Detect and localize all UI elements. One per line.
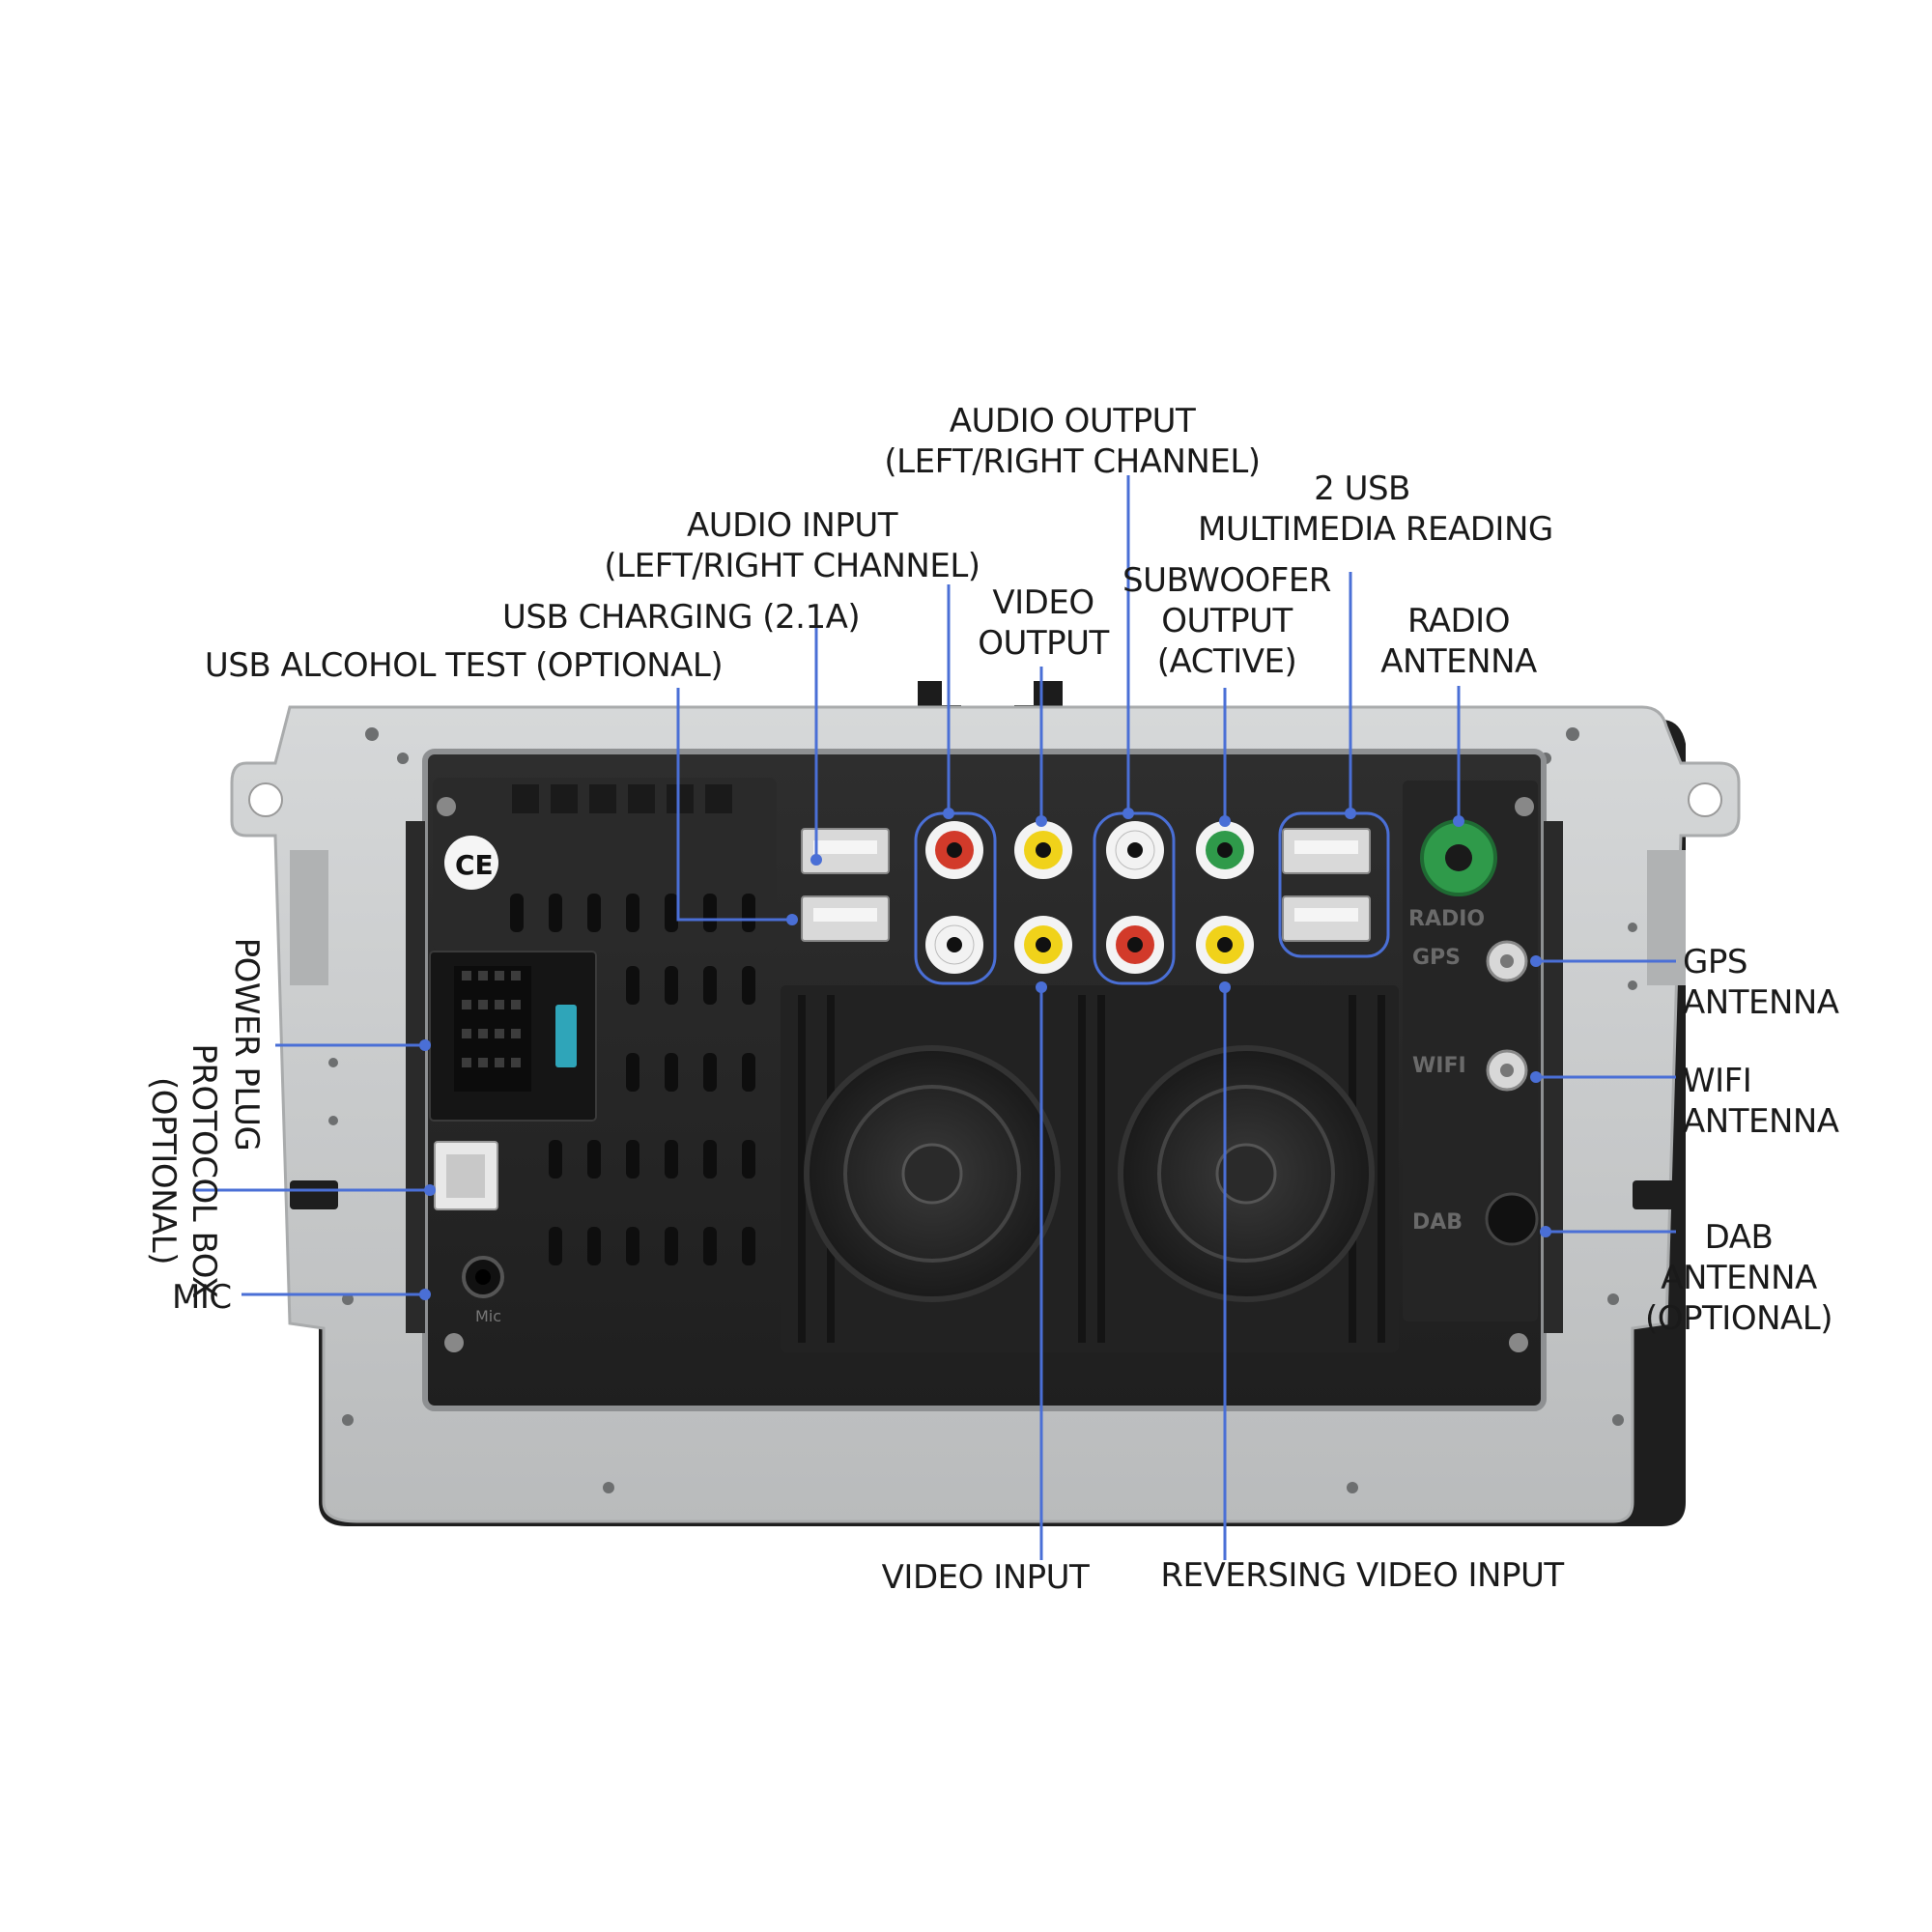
audio-input-highlight [914,811,997,985]
panel-mark-mic: Mic [475,1307,501,1325]
dab-antenna-socket [1485,1192,1539,1246]
label-usb-alcohol: USB ALCOHOL TEST (OPTIONAL) [204,646,724,685]
cooling-fan-right [1118,1045,1375,1302]
rca-jacks [925,821,1254,974]
label-audio-input: AUDIO INPUT (LEFT/RIGHT CHANNEL) [604,506,980,585]
usb-charging-ports [801,828,890,942]
label-usb-multimedia: 2 USB MULTIMEDIA READING [1198,469,1553,549]
label-reversing-video-input: REVERSING VIDEO INPUT [1160,1556,1564,1595]
usb-multimedia-highlight [1278,811,1390,958]
label-video-output: VIDEO OUTPUT [978,583,1109,663]
fuse [555,1005,577,1067]
panel-mark-radio: RADIO [1408,907,1485,931]
label-protocol-box: PROTOCOL BOX (OPTIONAL) [144,1043,223,1298]
multimedia-usb-ports [1282,828,1371,942]
svg-text:CE: CE [455,849,494,881]
panel-mark-gps: GPS [1412,946,1461,970]
leader-lines [193,475,1676,1560]
ce-mark-icon [444,836,498,890]
label-dab-antenna: DAB ANTENNA (OPTIONAL) [1645,1218,1833,1338]
label-mic: MIC [172,1278,232,1317]
label-subwoofer: SUBWOOFER OUTPUT (ACTIVE) [1122,561,1331,681]
label-power-plug: POWER PLUG [227,937,266,1151]
label-wifi-antenna: WIFI ANTENNA [1683,1062,1839,1141]
cooling-fan-left [804,1045,1061,1302]
label-audio-output: AUDIO OUTPUT (LEFT/RIGHT CHANNEL) [884,402,1261,481]
label-radio-antenna: RADIO ANTENNA [1380,602,1537,681]
label-gps-antenna: GPS ANTENNA [1683,943,1839,1022]
label-video-input: VIDEO INPUT [881,1558,1090,1597]
label-usb-charging: USB CHARGING (2.1A) [502,598,861,637]
panel-mark-dab: DAB [1412,1210,1463,1235]
panel-mark-wifi: WIFI [1412,1054,1466,1078]
